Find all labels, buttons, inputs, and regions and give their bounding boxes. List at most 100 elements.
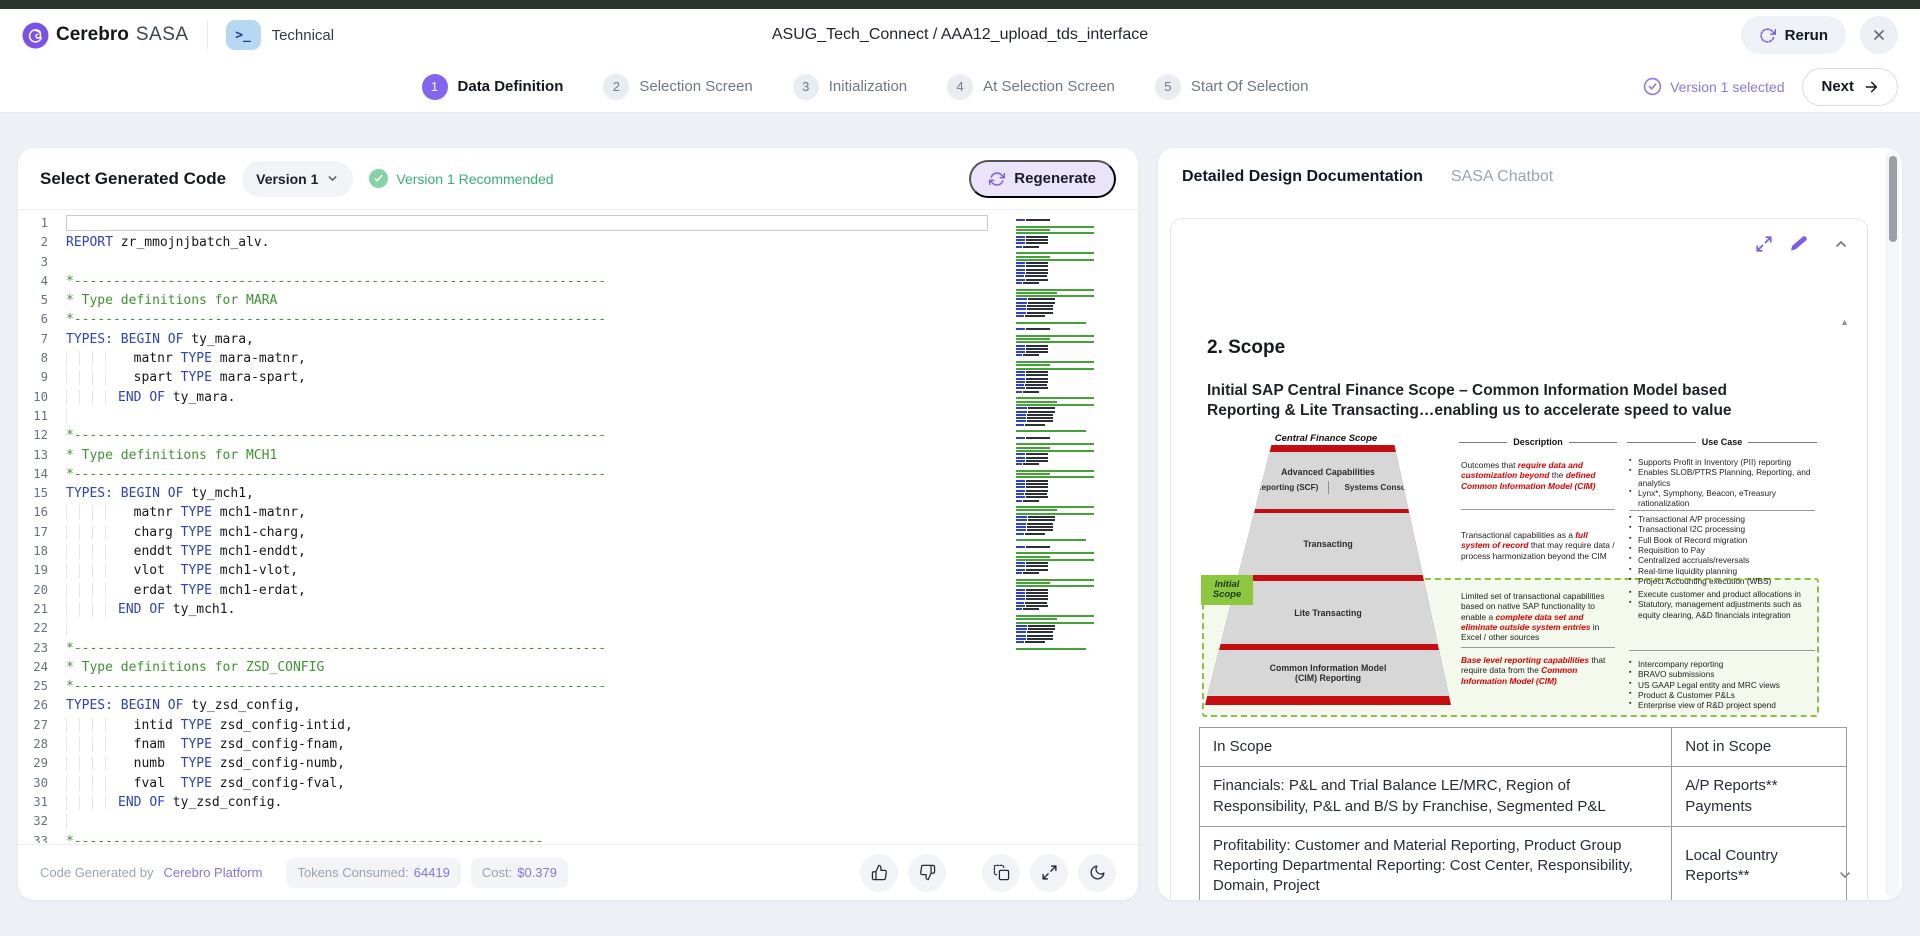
dark-mode-button[interactable] bbox=[1078, 853, 1116, 892]
stepper-step-4[interactable]: 4 At Selection Screen bbox=[947, 73, 1115, 100]
rerun-button[interactable]: Rerun bbox=[1740, 16, 1846, 54]
code-line: 30 fval TYPE zsd_config-fval, bbox=[33, 775, 345, 791]
code-line: 12*-------------------------------------… bbox=[33, 428, 607, 444]
code-line: 25*-------------------------------------… bbox=[33, 679, 607, 695]
description-header: Description bbox=[1513, 437, 1563, 447]
code-line: 20 erdat TYPE mch1-erdat, bbox=[33, 582, 306, 598]
pyramid-layer-4: Common Information Model (CIM) Reporting bbox=[1205, 650, 1451, 696]
brand-logo[interactable]: Cerebro SASA bbox=[22, 22, 189, 49]
refresh-icon bbox=[989, 171, 1006, 187]
step-number: 1 bbox=[421, 73, 448, 100]
inner-scroll-up-icon[interactable]: ▲ bbox=[1840, 317, 1849, 327]
code-line: 29 numb TYPE zsd_config-numb, bbox=[33, 756, 345, 772]
code-line: 17 charg TYPE mch1-charg, bbox=[33, 524, 306, 540]
description-item-3: Limited set of transactional capabilitie… bbox=[1461, 591, 1605, 642]
pyramid-caption: Central Finance Scope bbox=[1274, 433, 1378, 444]
doc-scrollbar-thumb[interactable] bbox=[1889, 156, 1897, 242]
description-item-1: Outcomes that require data and customiza… bbox=[1461, 460, 1596, 491]
tokens-label: Tokens Consumed: bbox=[297, 865, 409, 880]
code-line: 8 matnr TYPE mara-matnr, bbox=[40, 351, 306, 367]
regenerate-button[interactable]: Regenerate bbox=[969, 159, 1116, 198]
cost-value: $0.379 bbox=[517, 865, 557, 880]
code-line: 32 bbox=[18, 812, 1138, 831]
code-panel-footer: Code Generated by Cerebro Platform Token… bbox=[18, 844, 1138, 900]
expand-code-button[interactable] bbox=[1030, 853, 1068, 892]
slide-title: Initial SAP Central Finance Scope – Comm… bbox=[1207, 382, 1732, 419]
brand-name: Cerebro bbox=[56, 24, 129, 45]
code-line: 1 bbox=[18, 214, 1138, 233]
scope-table-header-cell: Not in Scope bbox=[1671, 726, 1847, 768]
code-line: 24* Type definitions for ZSD_CONFIG bbox=[33, 659, 325, 675]
code-line: 33*-------------------------------------… bbox=[33, 833, 544, 844]
tokens-value: 64419 bbox=[413, 865, 450, 880]
code-line: 19 vlot TYPE mch1-vlot, bbox=[33, 563, 299, 579]
code-panel-header: Select Generated Code Version 1 Version … bbox=[18, 148, 1138, 210]
edit-pencil-icon[interactable] bbox=[1790, 235, 1808, 253]
copy-code-button[interactable] bbox=[982, 853, 1020, 892]
document-card: ▲ 2. Scope Initial SAP Central Finance S… bbox=[1170, 218, 1868, 900]
version-selected-status: Version 1 selected bbox=[1643, 77, 1784, 96]
code-line: 16 matnr TYPE mch1-matnr, bbox=[33, 505, 306, 521]
stepper-step-3[interactable]: 3 Initialization bbox=[792, 73, 908, 100]
thumbs-up-button[interactable] bbox=[860, 853, 898, 892]
code-line: 27 intid TYPE zsd_config-intid, bbox=[33, 717, 353, 733]
regenerate-label: Regenerate bbox=[1014, 170, 1096, 187]
step-number: 4 bbox=[947, 73, 974, 100]
tab-detailed-design-documentation[interactable]: Detailed Design Documentation bbox=[1182, 168, 1423, 185]
brand-suffix: SASA bbox=[135, 24, 189, 45]
code-line: 22 bbox=[18, 619, 1138, 638]
thumbs-down-button[interactable] bbox=[908, 853, 946, 892]
step-label: Initialization bbox=[828, 78, 908, 95]
step-label: Start Of Selection bbox=[1190, 78, 1309, 95]
table-row: Profitability: Customer and Material Rep… bbox=[1198, 825, 1847, 900]
code-line: 18 enddt TYPE mch1-enddt, bbox=[33, 544, 306, 560]
check-icon bbox=[369, 169, 389, 188]
scope-table-header-cell: In Scope bbox=[1198, 726, 1673, 768]
close-button[interactable] bbox=[1860, 16, 1898, 54]
platform-link[interactable]: Cerebro Platform bbox=[163, 865, 263, 880]
expand-document-icon[interactable] bbox=[1755, 235, 1773, 253]
code-line: 14*-------------------------------------… bbox=[33, 466, 607, 482]
doc-scrollbar[interactable] bbox=[1886, 151, 1899, 897]
usecase-group-2: Transactional A/P processingTransactiona… bbox=[1629, 514, 1817, 587]
step-number: 3 bbox=[792, 73, 819, 100]
documentation-panel: Detailed Design Documentation SASA Chatb… bbox=[1158, 148, 1902, 900]
usecase-column: Use Case Supports Profit in Inventory (P… bbox=[1627, 433, 1817, 719]
mode-label: Technical bbox=[271, 26, 335, 44]
cursor-line-box bbox=[66, 215, 988, 232]
step-label: At Selection Screen bbox=[983, 78, 1115, 95]
arrow-right-icon bbox=[1863, 79, 1879, 95]
collapse-chevron-up-icon[interactable] bbox=[1833, 236, 1849, 252]
generated-code-panel: Select Generated Code Version 1 Version … bbox=[18, 148, 1138, 900]
next-button[interactable]: Next bbox=[1802, 67, 1898, 106]
table-cell: A/P Reports** Payments bbox=[1671, 766, 1847, 827]
code-line: 28 fnam TYPE zsd_config-fnam, bbox=[33, 737, 345, 753]
next-label: Next bbox=[1821, 78, 1854, 95]
check-circle-icon bbox=[1643, 77, 1662, 96]
usecase-header: Use Case bbox=[1701, 437, 1743, 447]
code-line: 6*--------------------------------------… bbox=[40, 312, 607, 328]
code-minimap[interactable] bbox=[1016, 216, 1116, 651]
table-cell: Profitability: Customer and Material Rep… bbox=[1198, 825, 1673, 900]
version-dropdown[interactable]: Version 1 bbox=[242, 160, 354, 197]
code-line: 9 spart TYPE mara-spart, bbox=[40, 370, 306, 386]
generated-by-label: Code Generated by bbox=[40, 865, 154, 880]
section-heading: 2. Scope bbox=[1207, 337, 1286, 358]
version-selected-label: Version 1 selected bbox=[1670, 78, 1785, 95]
tab-sasa-chatbot[interactable]: SASA Chatbot bbox=[1450, 168, 1554, 185]
table-cell: Local Country Reports** bbox=[1671, 825, 1847, 900]
step-label: Selection Screen bbox=[639, 78, 753, 95]
